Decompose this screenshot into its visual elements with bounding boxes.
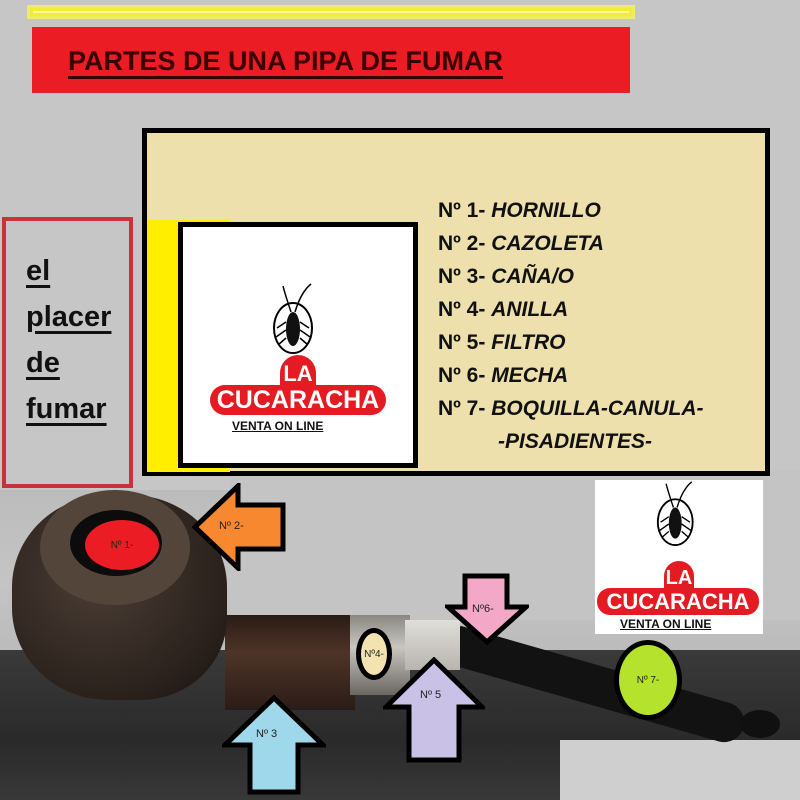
part-name: ANILLA	[491, 298, 569, 321]
part-name: HORNILLO	[491, 199, 601, 222]
arrow-down-icon	[441, 573, 533, 646]
part-number: Nº 7-	[438, 397, 486, 420]
list-item: Nº 1- HORNILLO	[438, 194, 703, 227]
logo-frame: LA CUCARACHA VENTA ON LINE	[178, 222, 418, 468]
parts-list: Nº 1- HORNILLO Nº 2- CAZOLETA Nº 3- CAÑA…	[438, 194, 703, 458]
brand-tagline: VENTA ON LINE	[620, 617, 712, 631]
marker-hornillo: Nº 1-	[85, 520, 159, 570]
top-yellow-bar	[27, 5, 635, 19]
photo-table-side	[560, 740, 800, 800]
brand-tagline: VENTA ON LINE	[232, 419, 324, 433]
list-item: Nº 3- CAÑA/O	[438, 260, 703, 293]
cockroach-icon	[656, 481, 694, 546]
brand-name: CUCARACHA	[210, 385, 386, 415]
marker-anilla: Nº4-	[356, 628, 392, 680]
brand-logo: LA CUCARACHA VENTA ON LINE	[595, 480, 763, 634]
marker-boquilla: Nº 7-	[614, 640, 682, 720]
arrow-filtro: Nº 5	[379, 656, 489, 763]
brand-logo: LA CUCARACHA VENTA ON LINE	[183, 227, 413, 463]
slogan-line: el	[26, 255, 51, 287]
slogan-line: de	[26, 347, 60, 379]
cockroach-icon	[273, 283, 313, 354]
part-number: Nº 4-	[438, 298, 486, 321]
title-banner	[32, 27, 630, 93]
slogan-line: placer	[26, 301, 112, 333]
arrow-mecha: Nº6-	[441, 573, 533, 646]
logo-secondary: LA CUCARACHA VENTA ON LINE	[595, 480, 763, 634]
part-name: FILTRO	[491, 331, 566, 354]
arrow-label: Nº 2-	[219, 520, 244, 532]
brand-la: LA	[664, 561, 694, 593]
arrow-cazoleta: Nº 2-	[191, 480, 287, 574]
arrow-left-icon	[191, 480, 286, 574]
arrow-up-icon	[379, 656, 489, 763]
part-number: Nº 2-	[438, 232, 486, 255]
side-slogan: el placer de fumar	[26, 248, 111, 432]
part-name: CAZOLETA	[491, 232, 604, 255]
list-item: Nº 2- CAZOLETA	[438, 227, 703, 260]
arrow-cana: Nº 3	[218, 694, 330, 795]
brand-name: CUCARACHA	[597, 588, 759, 615]
part-number: Nº 1-	[438, 199, 486, 222]
list-item: Nº 5- FILTRO	[438, 326, 703, 359]
part-number: Nº 6-	[438, 364, 486, 387]
page-title: PARTES DE UNA PIPA DE FUMAR	[68, 46, 504, 76]
arrow-label: Nº 3	[256, 728, 278, 740]
pipe-shank	[225, 615, 355, 710]
arrow-up-icon	[218, 694, 330, 795]
part-name: MECHA	[491, 364, 569, 387]
part-name: CAÑA/O	[491, 265, 575, 288]
list-item-continuation: -PISADIENTES-	[498, 430, 653, 453]
part-number: Nº 3-	[438, 265, 486, 288]
side-panel	[2, 217, 133, 488]
pipe-stem-tip	[740, 710, 780, 738]
part-number: Nº 5-	[438, 331, 486, 354]
arrow-label: Nº 5	[420, 689, 442, 701]
slogan-line: fumar	[26, 393, 107, 425]
list-item: Nº 7- BOQUILLA-CANULA-	[438, 392, 703, 425]
arrow-label: Nº6-	[472, 603, 494, 615]
list-item: Nº 4- ANILLA	[438, 293, 703, 326]
part-name: BOQUILLA-CANULA-	[491, 397, 704, 420]
list-item: Nº 6- MECHA	[438, 359, 703, 392]
